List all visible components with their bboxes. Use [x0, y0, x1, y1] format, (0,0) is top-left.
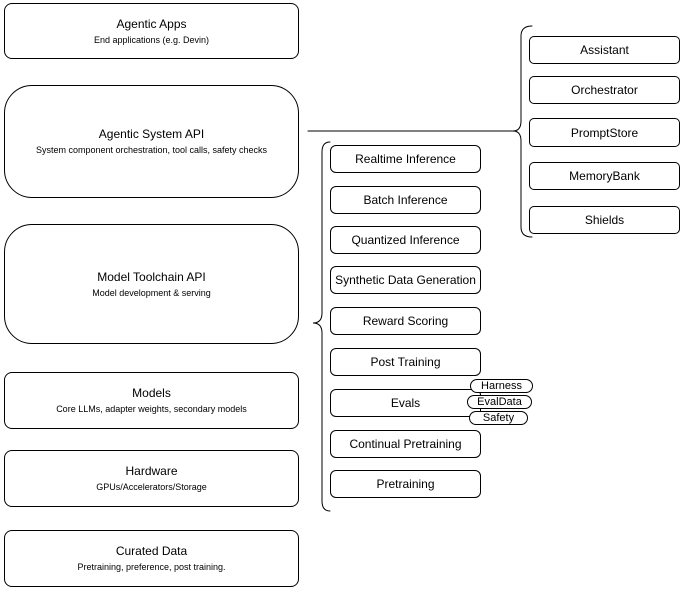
brace-toolchain-services: [312, 141, 331, 512]
box-title: Agentic System API: [98, 127, 205, 141]
tag-label: Safety: [482, 412, 515, 424]
system-item-promptstore: PromptStore: [529, 118, 680, 147]
box-agentic-system-api: Agentic System API System component orch…: [4, 85, 299, 198]
system-item-orchestrator: Orchestrator: [529, 76, 680, 104]
evals-tag-evaldata: EvalData: [467, 395, 532, 409]
item-label: Post Training: [370, 355, 441, 369]
evals-tag-safety: Safety: [469, 411, 528, 425]
system-item-shields: Shields: [529, 206, 680, 234]
box-title: Hardware: [125, 464, 178, 478]
box-subtitle: Core LLMs, adapter weights, secondary mo…: [56, 404, 247, 414]
brace-system-components: [512, 25, 533, 238]
item-label: Quantized Inference: [351, 233, 460, 247]
box-agentic-apps: Agentic Apps End applications (e.g. Devi…: [4, 3, 299, 59]
box-model-toolchain-api: Model Toolchain API Model development & …: [4, 224, 299, 344]
item-label: PromptStore: [570, 125, 639, 140]
box-hardware: Hardware GPUs/Accelerators/Storage: [4, 450, 299, 507]
item-label: Continual Pretraining: [349, 437, 462, 451]
toolchain-item-realtime-inference: Realtime Inference: [330, 145, 481, 173]
toolchain-item-quantized-inference: Quantized Inference: [330, 226, 481, 254]
item-label: Evals: [390, 396, 421, 410]
item-label: Synthetic Data Generation: [335, 273, 476, 287]
toolchain-item-synthetic-data-generation: Synthetic Data Generation: [330, 266, 481, 294]
item-label: MemoryBank: [569, 169, 640, 183]
evals-tag-harness: Harness: [470, 379, 533, 393]
box-subtitle: End applications (e.g. Devin): [93, 34, 210, 45]
box-subtitle: Pretraining, preference, post training.: [77, 562, 226, 572]
item-label: Pretraining: [376, 477, 435, 491]
box-title: Models: [132, 386, 171, 400]
system-item-memorybank: MemoryBank: [529, 162, 680, 190]
box-title: Curated Data: [115, 544, 188, 558]
box-subtitle: Model development & serving: [92, 287, 211, 298]
item-label: Realtime Inference: [355, 152, 456, 166]
box-models: Models Core LLMs, adapter weights, secon…: [4, 372, 299, 429]
box-title: Model Toolchain API: [97, 269, 206, 284]
item-label: Orchestrator: [571, 83, 638, 97]
tag-label: EvalData: [477, 396, 522, 408]
toolchain-item-reward-scoring: Reward Scoring: [330, 307, 481, 335]
toolchain-item-batch-inference: Batch Inference: [330, 186, 481, 214]
item-label: Reward Scoring: [362, 314, 449, 328]
box-subtitle: System component orchestration, tool cal…: [35, 145, 268, 155]
item-label: Shields: [584, 213, 625, 227]
toolchain-item-post-training: Post Training: [330, 348, 481, 376]
box-title: Agentic Apps: [116, 16, 187, 31]
toolchain-item-pretraining: Pretraining: [330, 470, 481, 498]
item-label: Batch Inference: [363, 193, 448, 207]
toolchain-item-continual-pretraining: Continual Pretraining: [330, 430, 481, 458]
box-subtitle: GPUs/Accelerators/Storage: [96, 482, 207, 492]
tag-label: Harness: [481, 380, 522, 392]
item-label: Assistant: [580, 43, 629, 57]
system-item-assistant: Assistant: [529, 36, 680, 64]
toolchain-item-evals: Evals: [330, 389, 481, 417]
box-curated-data: Curated Data Pretraining, preference, po…: [4, 530, 299, 587]
